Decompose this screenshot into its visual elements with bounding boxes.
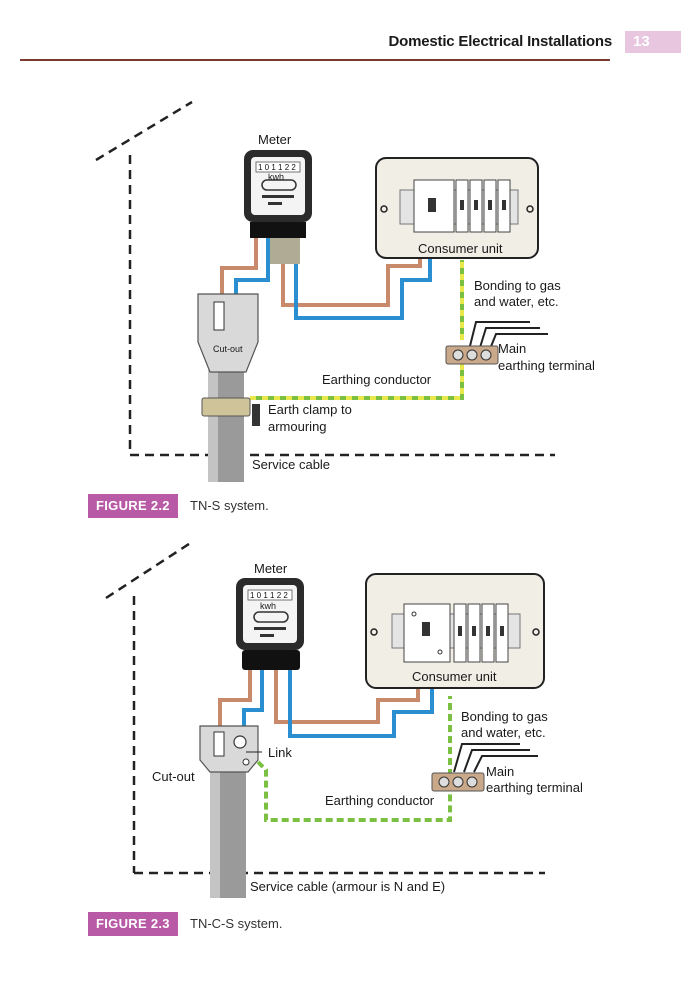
blue-wire-cutout-to-meter <box>242 668 264 730</box>
consumer-unit-label: Consumer unit <box>418 241 503 256</box>
service-cable <box>210 766 246 898</box>
consumer-unit <box>365 573 545 689</box>
blue-wire-to-consumer-unit <box>294 250 432 320</box>
earthing-conductor-label: Earthing conductor <box>325 793 435 808</box>
bonding-label-line2: and water, etc. <box>461 725 546 740</box>
bonding-wires <box>453 743 538 773</box>
electricity-meter <box>244 150 312 264</box>
consumer-unit-label: Consumer unit <box>412 669 497 684</box>
earth-clamp <box>201 397 260 426</box>
figure-caption-tag: FIGURE 2.2 <box>88 494 178 518</box>
figure-caption-tag: FIGURE 2.3 <box>88 912 178 936</box>
bonding-label-line2: and water, etc. <box>474 294 559 309</box>
main-earthing-terminal <box>445 345 499 365</box>
earth-clamp-label-line2: armouring <box>268 419 327 434</box>
cutout-box <box>199 725 262 773</box>
header-rule <box>20 59 610 61</box>
cutout-box <box>197 293 259 373</box>
main-earthing-terminal-label-line1: Main <box>486 764 514 779</box>
cutout-label: Cut-out <box>213 344 243 354</box>
cutout-label: Cut-out <box>152 769 195 784</box>
meter-digits: 1 0 1 1 2 2 <box>258 163 296 172</box>
figure-caption-text: TN-S system. <box>190 498 269 513</box>
earthing-conductor-label: Earthing conductor <box>322 372 432 387</box>
meter-label: Meter <box>258 132 292 147</box>
main-earthing-terminal-label-line1: Main <box>498 341 526 356</box>
meter-unit: kwh <box>268 172 284 182</box>
meter-label: Meter <box>254 561 288 576</box>
brown-wire-cutout-to-meter <box>218 668 252 728</box>
bonding-label-line1: Bonding to gas <box>474 278 561 293</box>
brown-wire-to-consumer-unit <box>274 668 420 724</box>
service-cable-label: Service cable (armour is N and E) <box>250 879 445 894</box>
main-earthing-terminal <box>431 772 485 792</box>
main-earthing-terminal-label-line2: earthing terminal <box>486 780 583 795</box>
service-cable-label: Service cable <box>252 457 330 472</box>
bonding-label-line1: Bonding to gas <box>461 709 548 724</box>
meter-unit: kwh <box>260 601 276 611</box>
house-outline <box>105 540 545 875</box>
figure-tn-s-diagram: Cut-out 1 0 1 1 2 2 kwh Meter Consumer u… <box>95 100 595 482</box>
blue-wire-to-consumer-unit <box>288 668 434 738</box>
figure-caption-text: TN-C-S system. <box>190 916 283 931</box>
electricity-meter <box>236 578 304 670</box>
service-cable <box>208 370 244 482</box>
running-header-title: Domestic Electrical Installations <box>388 33 613 50</box>
consumer-unit <box>375 157 539 259</box>
earthing-conductor-line <box>256 696 452 822</box>
house-outline <box>95 100 555 457</box>
blue-wire-cutout-to-meter <box>234 236 270 296</box>
brown-wire-to-consumer-unit <box>281 250 422 307</box>
link-label: Link <box>268 745 292 760</box>
earth-clamp-label-line1: Earth clamp to <box>268 402 352 417</box>
main-earthing-terminal-label-line2: earthing terminal <box>498 358 595 373</box>
brown-wire-cutout-to-meter <box>220 236 258 296</box>
earthing-conductor-line <box>250 260 464 400</box>
meter-digits: 1 0 1 1 2 2 <box>250 591 288 600</box>
page-number: 13 <box>625 31 681 53</box>
figure-tn-c-s-diagram: Cut-out Link 1 0 1 1 2 2 kwh Meter Consu… <box>105 540 583 898</box>
